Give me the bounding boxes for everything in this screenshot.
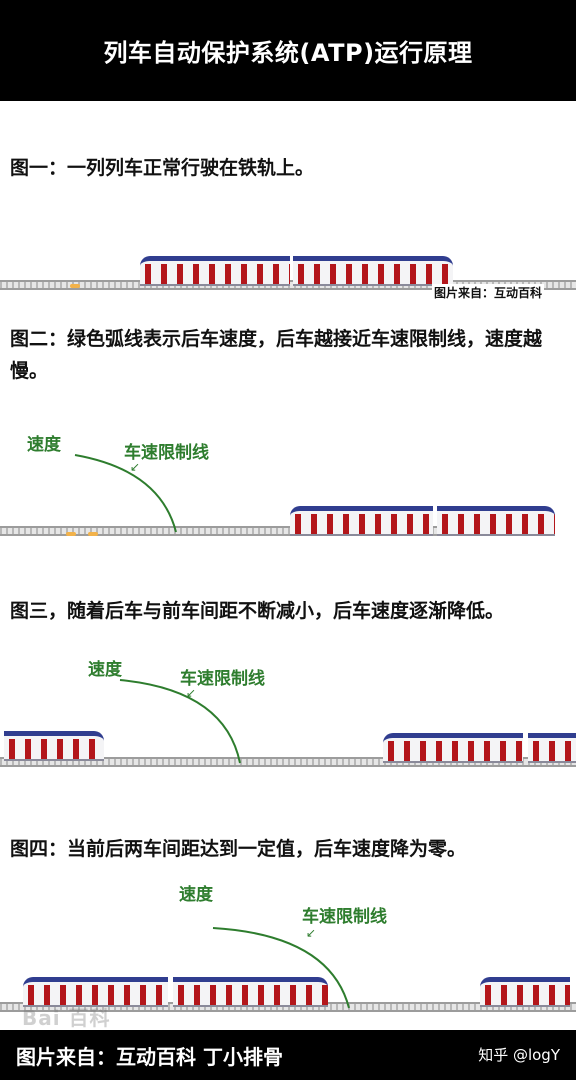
panel-2-pointer-arrow: ↙ xyxy=(130,460,141,474)
panel-3-pointer-arrow: ↙ xyxy=(186,686,197,700)
panel-3-track xyxy=(0,757,576,767)
train-car xyxy=(4,731,104,761)
panel-4-speed-label: 速度 xyxy=(179,885,213,905)
panel-3-limit-label: 车速限制线 xyxy=(180,669,265,689)
panel-3-curve-path xyxy=(119,679,241,764)
train-car xyxy=(293,256,453,286)
panel-3-speed-label: 速度 xyxy=(88,660,122,680)
footer-credit: 图片来自：互动百科 丁小排骨 xyxy=(16,1045,283,1069)
panel-1-credit: 图片来自：互动百科 xyxy=(432,284,545,301)
train-car xyxy=(528,733,576,763)
panel-2-curve-path xyxy=(74,454,177,533)
panel-4-limit-label: 车速限制线 xyxy=(302,907,387,927)
page-footer: 图片来自：互动百科 丁小排骨 知乎 @logY xyxy=(0,1030,576,1080)
panel-2-speed-label: 速度 xyxy=(27,435,61,455)
baidu-watermark: Bai 百科 xyxy=(22,1006,111,1030)
panel-2-spark xyxy=(88,532,98,536)
panel-4-caption: 图四：当前后两车间距达到一定值，后车速度降为零。 xyxy=(10,838,467,860)
train-car xyxy=(437,506,555,536)
train-car xyxy=(290,506,433,536)
panel-2-limit-label: 车速限制线 xyxy=(124,443,209,463)
panel-2-track xyxy=(0,526,550,536)
panel-3-caption: 图三，随着后车与前车间距不断减小，后车速度逐渐降低。 xyxy=(10,600,505,622)
train-car xyxy=(23,977,168,1007)
train-car xyxy=(383,733,523,763)
train-car xyxy=(173,977,328,1007)
train-car xyxy=(140,256,290,286)
panel-1-caption: 图一：一列列车正常行驶在铁轨上。 xyxy=(10,157,315,179)
train-car xyxy=(480,977,570,1007)
panel-1-spark xyxy=(70,284,80,288)
page-title: 列车自动保护系统(ATP)运行原理 xyxy=(103,39,473,67)
panel-2-caption: 图二：绿色弧线表示后车速度，后车越接近车速限制线，速度越慢。 xyxy=(10,328,543,382)
panel-4-curve-path xyxy=(212,927,350,1009)
page-header: 列车自动保护系统(ATP)运行原理 xyxy=(0,0,576,101)
panel-4-pointer-arrow: ↙ xyxy=(306,926,317,940)
panel-2-spark xyxy=(66,532,76,536)
footer-author: 知乎 @logY xyxy=(478,1046,560,1064)
